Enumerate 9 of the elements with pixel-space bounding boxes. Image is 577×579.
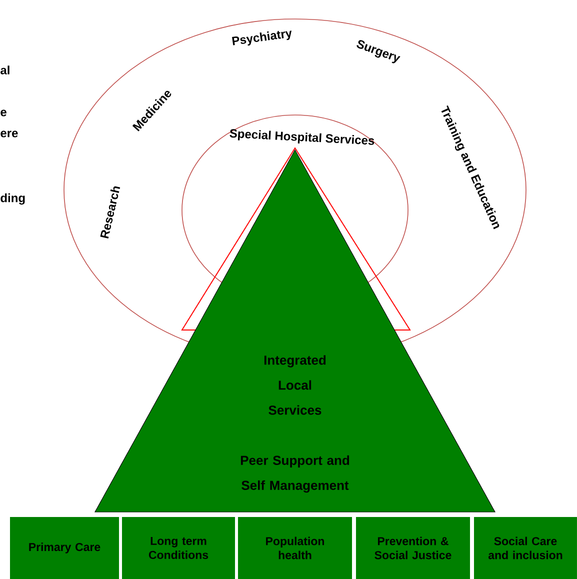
- cut-off-text: al: [0, 66, 10, 74]
- category-box: Social Care and inclusion: [474, 517, 577, 579]
- category-box: Primary Care: [10, 517, 119, 579]
- cut-off-text: ding: [0, 193, 25, 205]
- category-box: Prevention & Social Justice: [356, 517, 470, 579]
- cut-off-text: ere: [0, 130, 18, 138]
- category-box: Population health: [238, 517, 352, 579]
- cut-off-text: e: [0, 110, 6, 116]
- category-box: Long term Conditions: [122, 517, 235, 579]
